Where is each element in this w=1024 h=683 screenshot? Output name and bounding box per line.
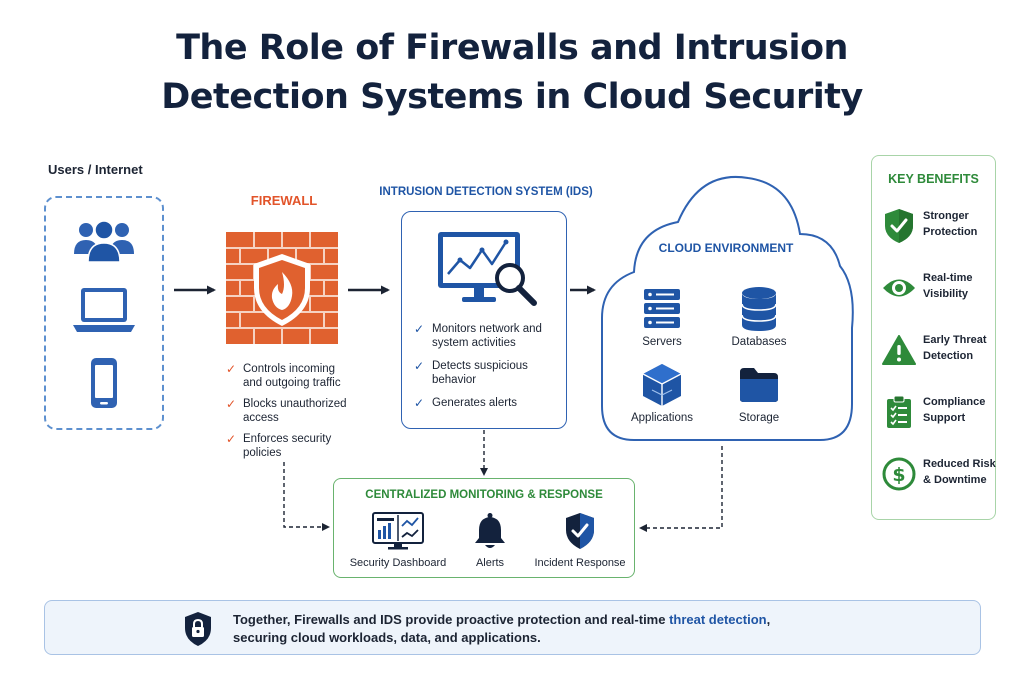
- ids-feature-item: ✓ Detects suspicious behavior: [414, 359, 562, 387]
- benefit-item: $ Reduced Risk & Downtime: [881, 452, 996, 496]
- summary-line-1: Together, Firewalls and IDS provide proa…: [233, 611, 770, 629]
- ids-feature-text: Detects suspicious: [432, 360, 528, 372]
- benefit-item: Real-time Visibility: [881, 266, 993, 310]
- check-icon: ✓: [414, 396, 425, 410]
- monitoring-item-label: Alerts: [475, 557, 505, 569]
- monitoring-item-incident-response: Incident Response: [530, 511, 630, 569]
- ids-box: ✓ Monitors network and system activities…: [401, 211, 567, 429]
- key-benefits-panel: KEY BENEFITS Stronger Protection Real-ti…: [871, 155, 996, 520]
- arrow-firewall-to-monitoring: [283, 462, 330, 531]
- firewall-feature-text: Controls incoming: [243, 363, 336, 375]
- shield-check-icon: [881, 208, 917, 244]
- benefit-text: Visibility: [923, 288, 969, 300]
- benefit-text: Protection: [923, 226, 978, 238]
- benefit-text: Compliance: [923, 396, 986, 408]
- laptop-icon: [46, 286, 162, 334]
- cloud-item-label: Databases: [731, 336, 787, 348]
- ids-feature-text: Monitors network and: [432, 323, 542, 335]
- cloud-item-label: Storage: [738, 412, 780, 424]
- monitoring-item-alerts: Alerts: [460, 511, 520, 569]
- page-title: The Role of Firewalls and Intrusion Dete…: [0, 24, 1024, 122]
- eye-icon: [881, 270, 917, 306]
- ids-feature-list: ✓ Monitors network and system activities…: [414, 322, 562, 419]
- arrow-cloud-to-monitoring: [639, 446, 723, 532]
- firewall-feature-item: ✓ Controls incoming and outgoing traffic: [226, 362, 366, 390]
- monitoring-item-label: Security Dashboard: [349, 557, 447, 569]
- dollar-icon: $: [881, 456, 917, 492]
- monitoring-title: CENTRALIZED MONITORING & RESPONSE: [365, 489, 603, 501]
- cloud-item-servers: Servers: [614, 286, 710, 348]
- firewall-feature-item: ✓ Enforces security policies: [226, 432, 366, 460]
- shield-check-icon: [530, 511, 630, 551]
- cloud-item-storage: Storage: [711, 362, 807, 424]
- users-label: Users / Internet: [48, 162, 143, 177]
- firewall-feature-text: and outgoing traffic: [243, 377, 341, 389]
- summary-text-prefix: Together, Firewalls and IDS provide proa…: [233, 612, 670, 627]
- database-icon: [711, 286, 807, 332]
- firewall-feature-text: policies: [243, 447, 282, 459]
- folder-icon: [711, 362, 807, 408]
- monitoring-item-dashboard: Security Dashboard: [346, 511, 450, 569]
- firewall-feature-text: Enforces security: [243, 433, 332, 445]
- cloud-item-applications: Applications: [614, 362, 710, 424]
- firewall-feature-item: ✓ Blocks unauthorized access: [226, 397, 366, 425]
- benefit-text: Detection: [923, 350, 974, 362]
- benefit-item: Compliance Support: [881, 390, 993, 434]
- dashboard-icon: [346, 511, 450, 551]
- svg-text:$: $: [892, 464, 905, 486]
- smartphone-icon: [46, 356, 162, 410]
- cloud-item-label: Applications: [630, 412, 693, 424]
- cloud-item-label: Servers: [642, 336, 682, 348]
- warning-icon: [881, 332, 917, 368]
- ids-title: INTRUSION DETECTION SYSTEM (IDS): [379, 186, 593, 198]
- ids-feature-text: system activities: [432, 337, 516, 349]
- benefit-item: Stronger Protection: [881, 204, 993, 248]
- summary-text: Together, Firewalls and IDS provide proa…: [233, 611, 770, 647]
- benefit-text: Reduced Risk: [923, 458, 996, 470]
- benefit-text: & Downtime: [923, 474, 987, 486]
- users-box: [44, 196, 164, 430]
- summary-banner: Together, Firewalls and IDS provide proa…: [44, 600, 981, 655]
- brick-wall-shield-flame-icon: [226, 232, 338, 344]
- summary-line-2: securing cloud workloads, data, and appl…: [233, 630, 541, 645]
- check-icon: ✓: [226, 432, 237, 446]
- servers-icon: [614, 286, 710, 332]
- cloud-title: CLOUD ENVIRONMENT: [658, 241, 794, 255]
- bell-icon: [460, 511, 520, 551]
- summary-highlight: threat detection: [669, 612, 767, 627]
- benefit-text: Real-time: [923, 272, 973, 284]
- ids-feature-item: ✓ Monitors network and system activities: [414, 322, 562, 350]
- summary-text-suffix: ,: [766, 612, 771, 627]
- benefit-text: Stronger: [923, 210, 969, 222]
- check-icon: ✓: [414, 359, 425, 373]
- key-benefits-title: KEY BENEFITS: [888, 172, 979, 186]
- ids-feature-item: ✓ Generates alerts: [414, 396, 562, 410]
- check-icon: ✓: [414, 322, 425, 336]
- monitoring-item-label: Incident Response: [534, 557, 626, 569]
- firewall-feature-text: Blocks unauthorized: [243, 398, 347, 410]
- benefit-text: Early Threat: [923, 334, 987, 346]
- firewall-feature-list: ✓ Controls incoming and outgoing traffic…: [226, 362, 366, 467]
- firewall-feature-text: access: [243, 412, 279, 424]
- shield-lock-icon: [183, 611, 213, 652]
- firewall-title: FIREWALL: [250, 193, 318, 208]
- users-group-icon: [46, 216, 162, 264]
- check-icon: ✓: [226, 362, 237, 376]
- ids-feature-text: Generates alerts: [432, 397, 518, 409]
- page-title-line-1: The Role of Firewalls and Intrusion: [176, 28, 848, 68]
- ids-feature-text: behavior: [432, 374, 477, 386]
- monitor-magnifier-icon: [436, 230, 540, 315]
- cloud-item-databases: Databases: [711, 286, 807, 348]
- cube-icon: [614, 362, 710, 408]
- check-icon: ✓: [226, 397, 237, 411]
- page-title-line-2: Detection Systems in Cloud Security: [161, 77, 863, 117]
- benefit-item: Early Threat Detection: [881, 328, 993, 372]
- clipboard-checklist-icon: [881, 394, 917, 430]
- benefit-text: Support: [923, 412, 966, 424]
- monitoring-box: CENTRALIZED MONITORING & RESPONSE Securi…: [333, 478, 635, 578]
